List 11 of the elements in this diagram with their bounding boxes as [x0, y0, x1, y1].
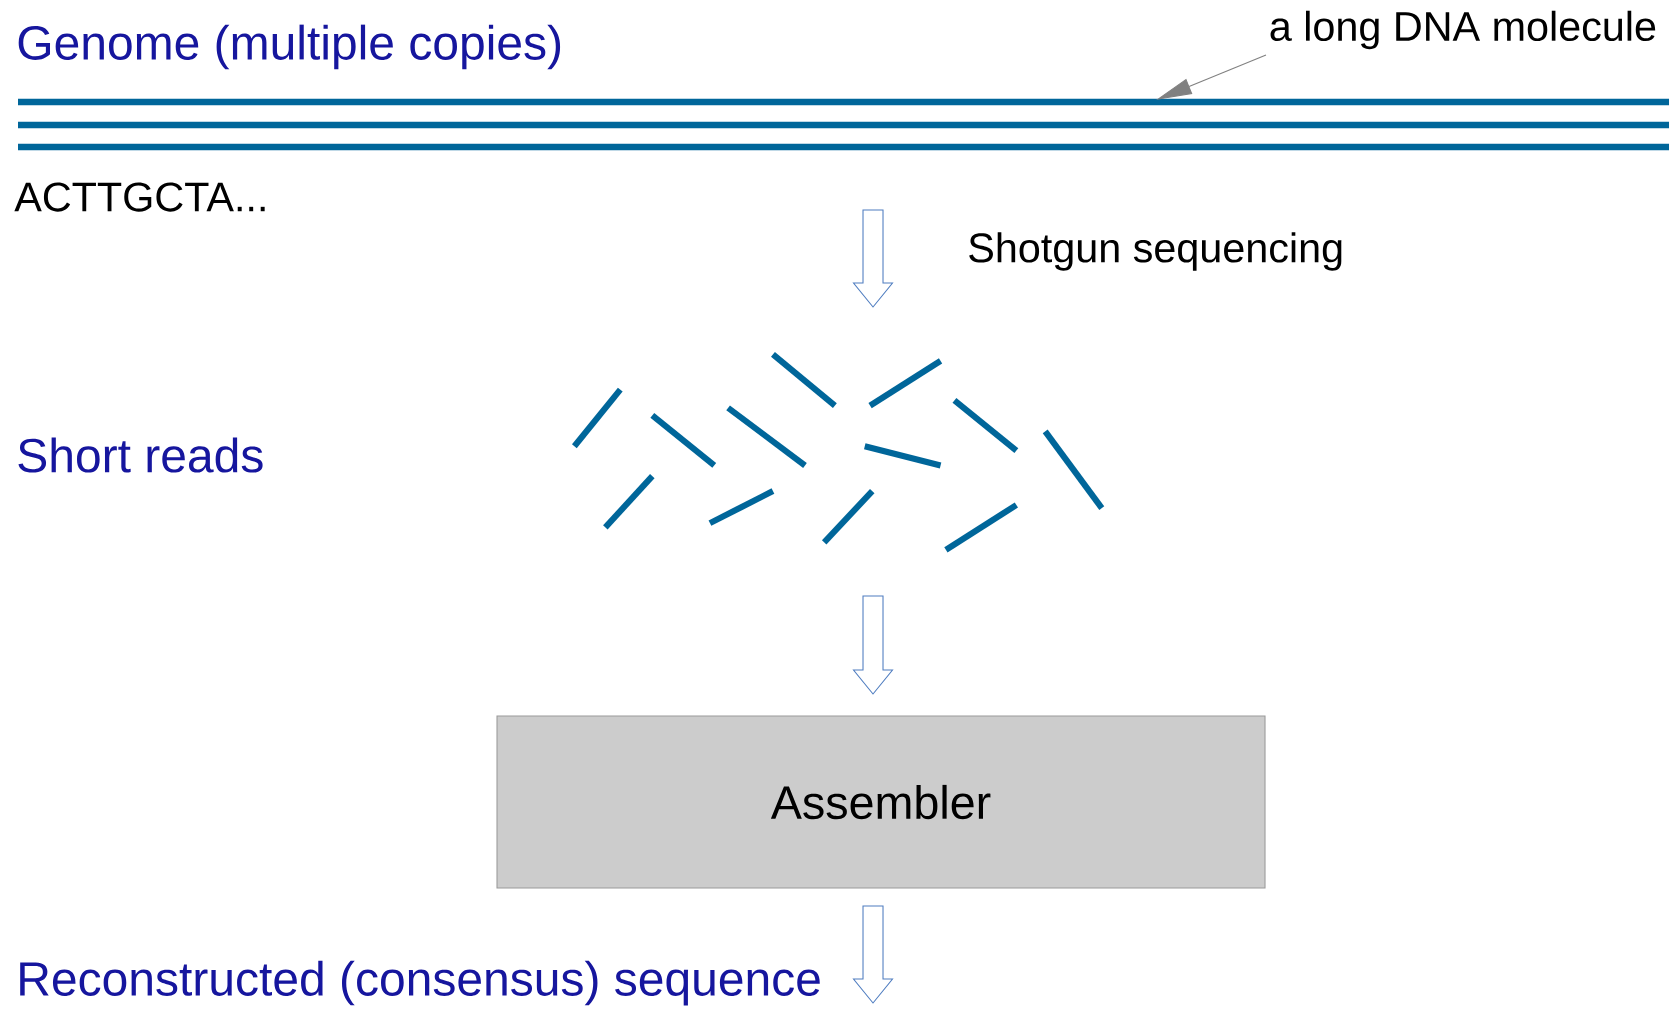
short-reads-drawing [572, 352, 1105, 553]
arrow [852, 209, 894, 308]
heading-text: Genome (multiple copies) [18, 24, 561, 70]
callout-text: a long DNA molecule [1270, 10, 1656, 50]
arrow [852, 905, 894, 1004]
arrow [852, 595, 894, 695]
process-box: Assembler [496, 715, 1266, 889]
sequence-text: ACTTGCTA... [14, 182, 265, 212]
edge-label: Shotgun sequencing [969, 232, 1342, 271]
heading-text: Short reads [18, 437, 263, 473]
heading-text: Reconstructed (consensus) sequence [20, 960, 820, 1006]
